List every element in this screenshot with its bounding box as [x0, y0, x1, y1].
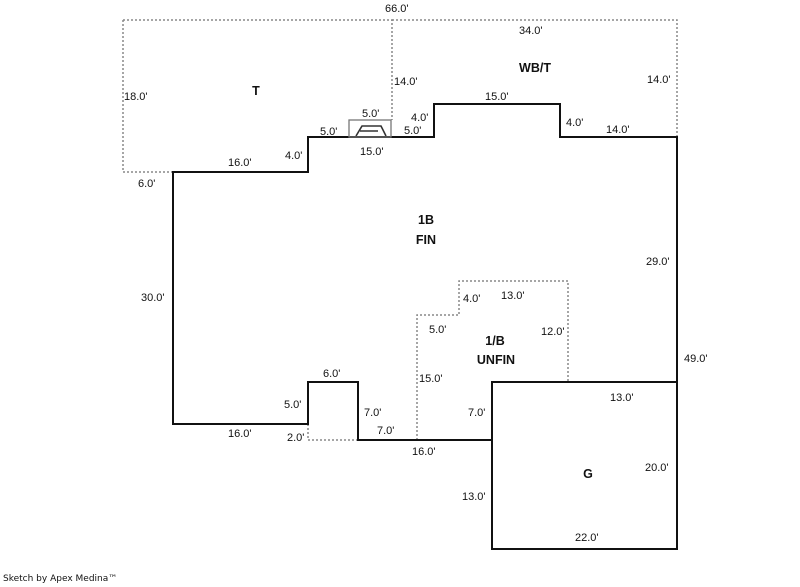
area-label-fin-line2: FIN [416, 233, 436, 247]
dim-bottom-small: 7.0' [377, 425, 394, 437]
dim-fin-bottom-left: 16.0' [228, 428, 252, 440]
dim-t-bottom-left: 6.0' [138, 178, 155, 190]
area-label-unfin-line2: UNFIN [477, 353, 515, 367]
area-label-g: G [583, 467, 593, 481]
area-label-wbt: WB/T [519, 61, 551, 75]
unfin-area-outline [416, 280, 569, 440]
dim-t-right: 14.0' [394, 76, 418, 88]
dim-bump-left: 5.0' [284, 399, 301, 411]
dim-g-right: 20.0' [645, 462, 669, 474]
dim-overall-right: 49.0' [684, 353, 708, 365]
area-label-fin-line1: 1B [418, 213, 434, 227]
dim-wbt-top: 34.0' [519, 25, 543, 37]
area-label-t: T [252, 84, 260, 98]
dim-t-bottom: 16.0' [228, 157, 252, 169]
fireplace-icon [348, 119, 392, 138]
dim-seg-5a: 5.0' [320, 126, 337, 138]
dim-unfin-top: 13.0' [501, 290, 525, 302]
garage-outline [491, 381, 677, 440]
bump-lower-outline [307, 424, 358, 441]
dim-bump-right: 7.0' [364, 407, 381, 419]
dim-fin-left: 30.0' [141, 292, 165, 304]
dim-step2: 4.0' [411, 112, 428, 124]
dim-g-top: 13.0' [610, 392, 634, 404]
sketch-credit: Sketch by Apex Medina™ [3, 574, 118, 584]
main-building-outline [172, 103, 678, 550]
wbt-area-outline [392, 19, 678, 137]
dim-unfin-right: 12.0' [541, 326, 565, 338]
dim-fireplace-width: 5.0' [362, 108, 379, 120]
dim-unfin-left: 15.0' [419, 373, 443, 385]
dim-wbt-right: 14.0' [647, 74, 671, 86]
dim-unfin-step-h: 5.0' [429, 324, 446, 336]
dim-unfin-step-v: 4.0' [463, 293, 480, 305]
dim-overall-width: 66.0' [385, 3, 409, 15]
dim-t-left: 18.0' [124, 91, 148, 103]
dim-seg-5b: 5.0' [404, 125, 421, 137]
dim-step1: 4.0' [285, 150, 302, 162]
dim-step3: 4.0' [566, 117, 583, 129]
dim-seg-15-under: 15.0' [360, 146, 384, 158]
dim-g-bottom: 22.0' [575, 532, 599, 544]
dim-right-upper: 14.0' [606, 124, 630, 136]
dim-bump-left-low: 2.0' [287, 432, 304, 444]
dim-bump-top-small: 6.0' [323, 368, 340, 380]
dim-fin-right: 29.0' [646, 256, 670, 268]
dim-bottom-mid: 16.0' [412, 446, 436, 458]
dim-g-left-lower: 13.0' [462, 491, 486, 503]
dim-g-left-upper: 7.0' [468, 407, 485, 419]
area-label-unfin-line1: 1/B [485, 334, 504, 348]
dim-bump-top: 15.0' [485, 91, 509, 103]
